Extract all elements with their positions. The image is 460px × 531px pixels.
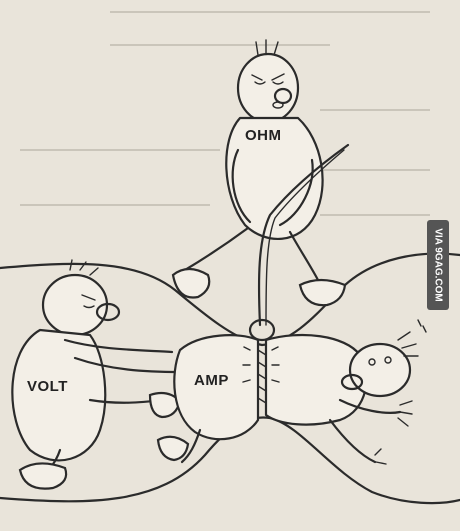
- amp-character: [156, 319, 427, 465]
- volt-character: [11, 259, 182, 490]
- watermark-text: VIA 9GAG.COM: [432, 228, 444, 302]
- watermark-badge: VIA 9GAG.COM: [427, 220, 449, 310]
- rope-knot: [248, 318, 276, 342]
- ohm-label: OHM: [245, 127, 282, 144]
- amp-label: AMP: [194, 372, 229, 389]
- conductor-bottom-outline: [0, 416, 460, 505]
- rope: [257, 143, 350, 327]
- volt-label: VOLT: [27, 378, 68, 395]
- background-text-ghost: [20, 11, 430, 216]
- conductor-top-outline: [0, 252, 460, 347]
- ohm-character: [171, 39, 347, 307]
